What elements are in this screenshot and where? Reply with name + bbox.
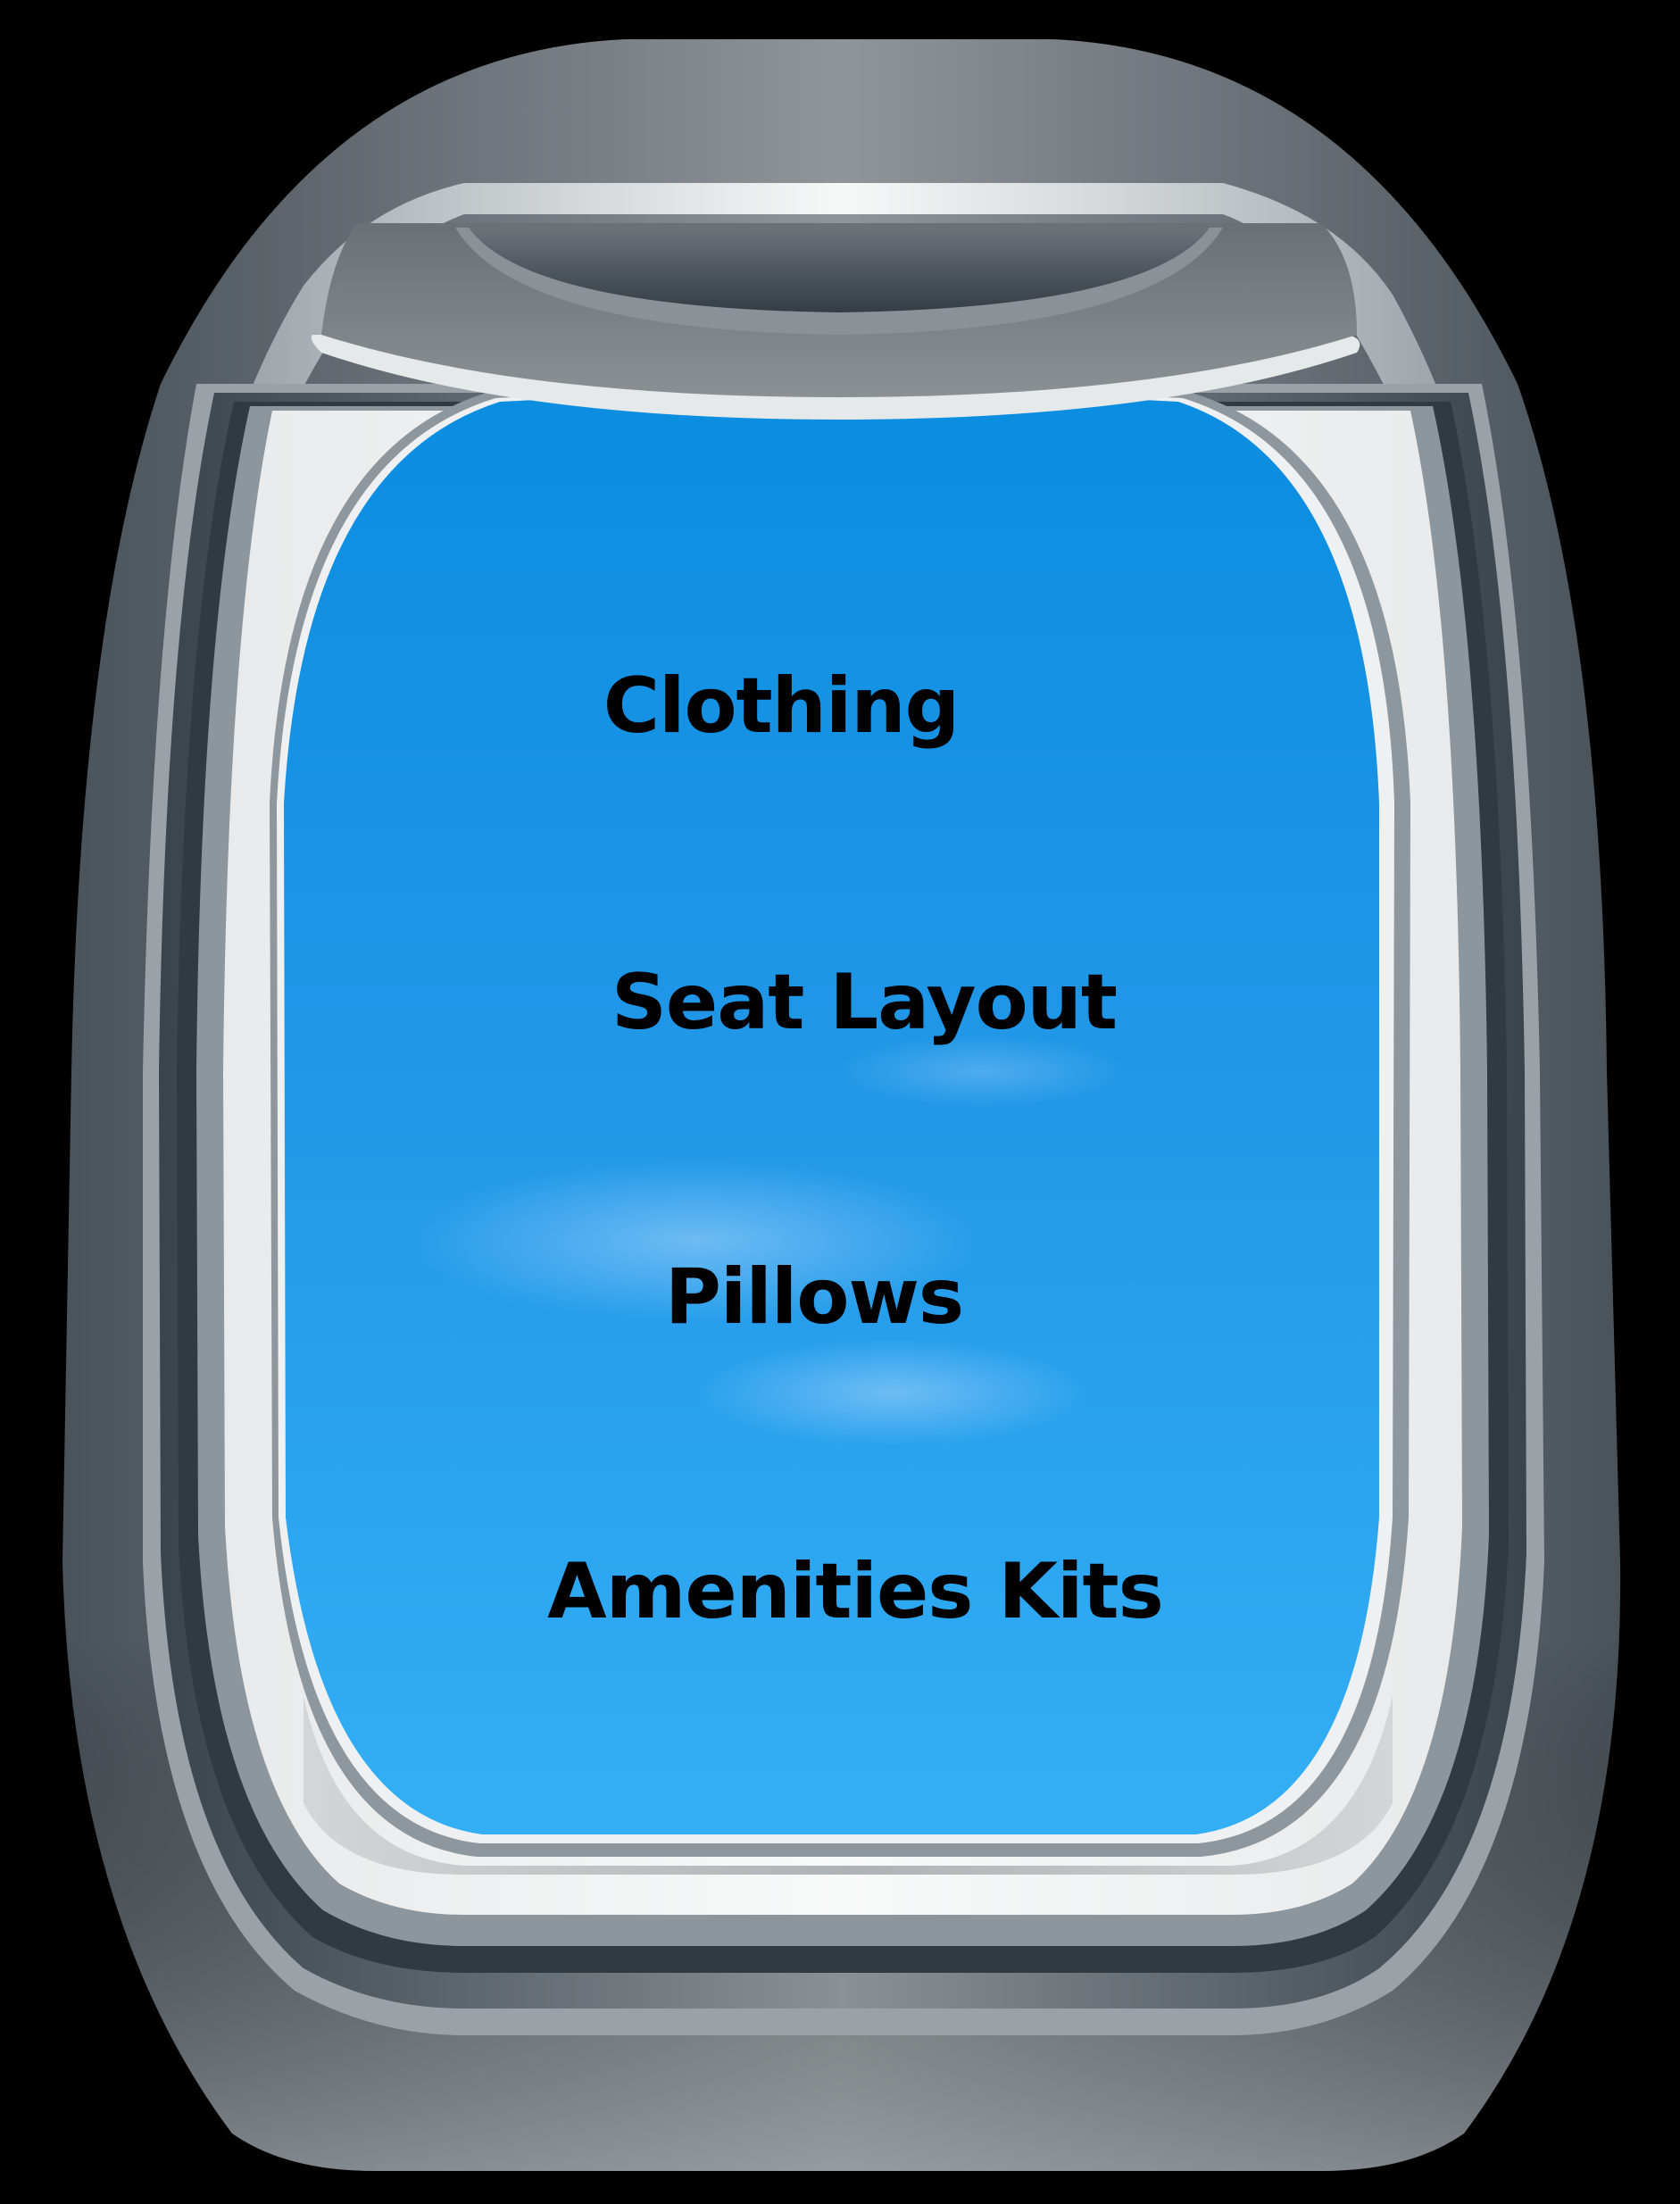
label-clothing: Clothing [603, 661, 960, 751]
sky-glass [284, 393, 1379, 1834]
label-pillows: Pillows [664, 1252, 964, 1342]
label-amenities-kits: Amenities Kits [547, 1547, 1164, 1636]
label-seat-layout: Seat Layout [611, 958, 1118, 1047]
